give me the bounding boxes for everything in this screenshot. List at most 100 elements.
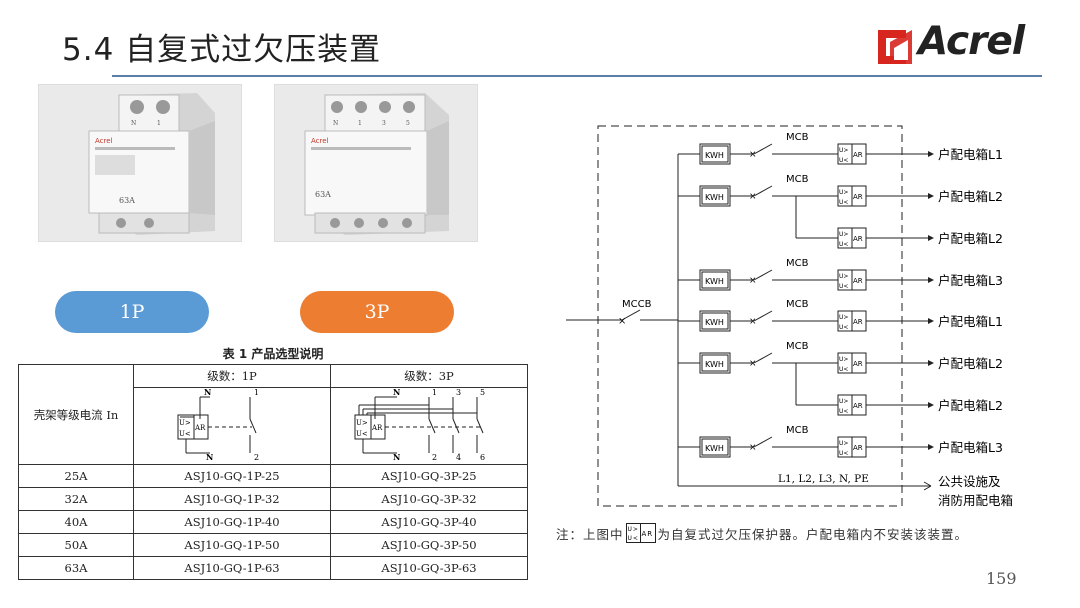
wiring-3p-under: U<: [356, 430, 368, 438]
relay-under-label: U<: [839, 450, 848, 457]
branch-label: 户配电箱L2: [938, 231, 1003, 246]
label-3p-button[interactable]: 3P: [300, 291, 454, 333]
mcb-label: MCB: [786, 425, 809, 436]
header-level-1p: 级数：1P: [133, 364, 331, 388]
feeder-arrow-icon: [928, 444, 934, 450]
wiring-1p-bottom-n: N: [206, 452, 213, 461]
wiring-1p-top-1: 1: [254, 389, 259, 397]
branch-label: 户配电箱L3: [938, 273, 1003, 288]
row-model-3p: ASJ10-GQ-3P-50: [330, 533, 528, 557]
row-current: 40A: [18, 510, 134, 534]
relay-under-label: U<: [839, 366, 848, 373]
relay-ar-label: AR: [853, 402, 863, 410]
row-current: 50A: [18, 533, 134, 557]
kwh-label: KWH: [705, 318, 724, 327]
wiring-3p-top-3: 3: [456, 389, 461, 397]
kwh-label: KWH: [705, 151, 724, 160]
wiring-3p-diagram: N 1 3 5 N 2 4 6 U> U< AR: [354, 387, 485, 462]
table-row: 40A ASJ10-GQ-1P-40 ASJ10-GQ-3P-40: [18, 510, 528, 534]
public-label-1: 公共设施及: [938, 474, 1001, 489]
mcb-switch: [753, 436, 773, 448]
photo-terminal-1-3p: 1: [358, 120, 362, 127]
feeder-arrow-icon: [928, 277, 934, 283]
distribution-diagram: MCCB × L1, L2, L3, N, PE 公共设施及 消防用配电箱 KW…: [566, 125, 1013, 508]
branch-label: 户配电箱L2: [938, 189, 1003, 204]
wiring-3p-cell: N 1 3 5 N 2 4 6 U> U< AR: [330, 387, 528, 465]
feeder-arrow-icon: [928, 193, 934, 199]
note-suffix: 为自复式过欠压保护器。户配电箱内不安装该装置。: [657, 526, 969, 542]
mcb-mark-icon: ×: [749, 443, 757, 453]
relay-under-label: U<: [839, 241, 848, 248]
kwh-meter-inner: [701, 438, 729, 456]
kwh-meter-inner: [701, 187, 729, 205]
label-1p-button[interactable]: 1P: [55, 291, 209, 333]
branch-label: 户配电箱L2: [938, 356, 1003, 371]
bus-label: L1, L2, L3, N, PE: [778, 473, 869, 485]
kwh-meter-inner: [701, 145, 729, 163]
mcb-label: MCB: [786, 174, 809, 185]
wiring-1p-under: U<: [179, 430, 191, 438]
relay-under-label: U<: [839, 408, 848, 415]
mcb-mark-icon: ×: [749, 150, 757, 160]
selection-table: 壳架等级电流 In 级数：1P 级数：3P N: [18, 364, 528, 580]
row-current: 25A: [18, 464, 134, 488]
table-row: 25A ASJ10-GQ-1P-25 ASJ10-GQ-3P-25: [18, 464, 528, 488]
wiring-1p-cell: N 1 N 2 U> U< AR: [133, 387, 331, 465]
row-model-1p: ASJ10-GQ-1P-32: [133, 487, 331, 511]
kwh-label: KWH: [705, 193, 724, 202]
title-rule: [112, 75, 1042, 77]
kwh-meter-inner: [701, 271, 729, 289]
relay-over-label: U>: [839, 147, 848, 154]
wiring-3p-over: U>: [356, 419, 368, 427]
relay-ar-label: AR: [853, 360, 863, 368]
kwh-label: KWH: [705, 444, 724, 453]
feeder-arrow-icon: [928, 235, 934, 241]
row-current: 32A: [18, 487, 134, 511]
note-prefix: 注：上图中: [556, 526, 624, 542]
row-current: 63A: [18, 556, 134, 580]
acrel-logo-mark-icon: [878, 30, 912, 64]
acrel-logo: Acrel: [876, 19, 1046, 68]
diagram-note: 注：上图中 U> U< AR 为自复式过欠压保护器。户配电箱内不安装该装置。: [556, 523, 968, 543]
table-row: 50A ASJ10-GQ-1P-50 ASJ10-GQ-3P-50: [18, 533, 528, 557]
relay-over-label: U>: [839, 398, 848, 405]
table-row: 32A ASJ10-GQ-1P-32 ASJ10-GQ-3P-32: [18, 487, 528, 511]
row-model-1p: ASJ10-GQ-1P-50: [133, 533, 331, 557]
wiring-1p-diagram: N 1 N 2 U> U< AR: [177, 387, 259, 462]
mcb-switch: [753, 269, 773, 281]
branch-label: 户配电箱L3: [938, 440, 1003, 455]
note-relay-under: U<: [627, 535, 638, 542]
feeder-arrow-icon: [928, 151, 934, 157]
wiring-3p-bottom-6: 6: [480, 453, 485, 461]
feeder-arrow-icon: [928, 360, 934, 366]
relay-ar-label: AR: [853, 235, 863, 243]
kwh-label: KWH: [705, 277, 724, 286]
mcb-mark-icon: ×: [749, 359, 757, 369]
mcb-mark-icon: ×: [749, 317, 757, 327]
relay-symbol-icon: U> U< AR: [625, 523, 656, 543]
mcb-label: MCB: [786, 258, 809, 269]
relay-over-label: U>: [839, 231, 848, 238]
branch-label: 户配电箱L2: [938, 398, 1003, 413]
mcb-switch: [753, 352, 773, 364]
relay-under-label: U<: [839, 283, 848, 290]
wiring-3p-top-n: N: [393, 389, 400, 397]
mcb-mark-icon: ×: [749, 192, 757, 202]
row-model-3p: ASJ10-GQ-3P-63: [330, 556, 528, 580]
table-caption: 表 1 产品选型说明: [222, 347, 324, 361]
row-model-1p: ASJ10-GQ-1P-63: [133, 556, 331, 580]
wiring-1p-bottom-2: 2: [254, 453, 259, 461]
wiring-3p-bottom-n: N: [393, 452, 400, 461]
feeder-arrow-icon: [928, 402, 934, 408]
page-number: 159: [986, 569, 1017, 588]
photo-terminal-n-3p: N: [333, 120, 338, 127]
note-relay-over: U>: [627, 526, 638, 533]
relay-over-label: U>: [839, 273, 848, 280]
photo-terminal-3-3p: 3: [382, 120, 386, 127]
photo-terminal-5-3p: 5: [406, 120, 410, 127]
relay-ar-label: AR: [853, 193, 863, 201]
mccb-switch: [621, 309, 641, 321]
header-frame-current: 壳架等级电流 In: [18, 364, 134, 465]
row-model-3p: ASJ10-GQ-3P-25: [330, 464, 528, 488]
table-row: 63A ASJ10-GQ-1P-63 ASJ10-GQ-3P-63: [18, 556, 528, 580]
